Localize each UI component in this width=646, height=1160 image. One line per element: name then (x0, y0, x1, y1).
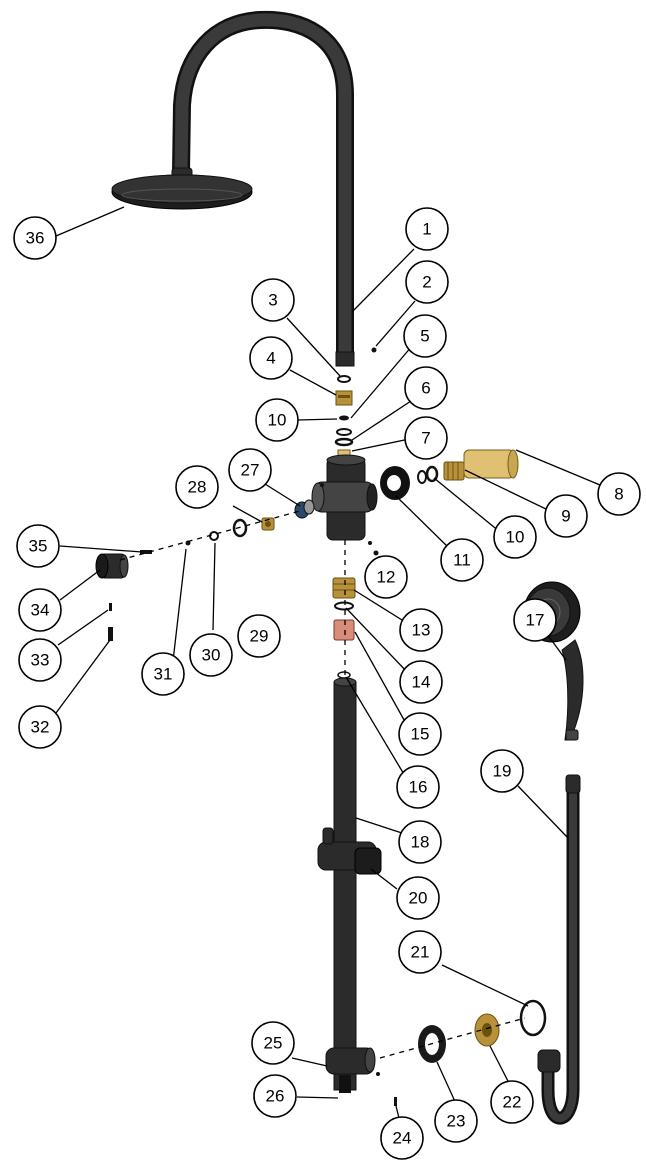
svg-text:8: 8 (614, 485, 623, 504)
shower-head (111, 167, 253, 210)
callout-10-lower: 10 (493, 515, 537, 559)
callout-10-upper: 10 (255, 398, 299, 442)
callout-17: 17 (513, 598, 557, 642)
svg-text:33: 33 (31, 651, 50, 670)
leader-lines (55, 206, 601, 1123)
shower-hose (537, 774, 581, 1125)
svg-text:32: 32 (31, 718, 50, 737)
svg-text:31: 31 (154, 665, 173, 684)
callout-30: 30 (189, 633, 233, 677)
svg-text:28: 28 (188, 478, 207, 497)
callout-11: 11 (440, 538, 484, 582)
callout-18: 18 (398, 820, 442, 864)
svg-text:29: 29 (250, 627, 269, 646)
svg-text:14: 14 (412, 673, 431, 692)
svg-text:4: 4 (266, 349, 275, 368)
svg-text:3: 3 (268, 291, 277, 310)
callout-29: 29 (237, 614, 281, 658)
svg-text:35: 35 (29, 537, 48, 556)
callout-1: 1 (405, 207, 449, 251)
svg-text:6: 6 (421, 379, 430, 398)
callout-5: 5 (403, 314, 447, 358)
svg-text:36: 36 (26, 229, 45, 248)
slide-holder (317, 827, 382, 875)
callout-7: 7 (404, 416, 448, 460)
flange-parts (418, 999, 547, 1063)
callout-35: 35 (16, 524, 60, 568)
callout-12: 12 (364, 555, 408, 599)
callout-19: 19 (480, 749, 524, 793)
svg-text:13: 13 (412, 621, 431, 640)
svg-text:27: 27 (241, 461, 260, 480)
diverter-body (311, 454, 379, 556)
callout-9: 9 (544, 494, 588, 538)
callout-36: 36 (13, 216, 57, 260)
svg-text:18: 18 (411, 833, 430, 852)
callout-2: 2 (405, 260, 449, 304)
assembly-axes (119, 510, 526, 1059)
svg-text:34: 34 (31, 601, 50, 620)
svg-text:11: 11 (453, 551, 471, 570)
callout-20: 20 (396, 876, 440, 920)
svg-text:15: 15 (411, 725, 430, 744)
right-fittings (380, 449, 519, 500)
svg-text:10: 10 (268, 411, 287, 430)
svg-text:7: 7 (421, 429, 430, 448)
callout-24: 24 (380, 1116, 424, 1160)
callout-13: 13 (399, 608, 443, 652)
svg-text:30: 30 (202, 646, 221, 665)
svg-text:2: 2 (422, 273, 431, 292)
svg-text:26: 26 (266, 1087, 285, 1106)
callout-25: 25 (251, 1021, 295, 1065)
svg-text:17: 17 (526, 611, 545, 630)
svg-text:16: 16 (409, 778, 428, 797)
callout-23: 23 (434, 1099, 478, 1143)
gooseneck-arm (172, 10, 355, 367)
svg-text:9: 9 (561, 507, 570, 526)
svg-text:5: 5 (420, 327, 429, 346)
svg-text:10: 10 (506, 528, 525, 547)
svg-text:24: 24 (393, 1129, 412, 1148)
callout-31: 31 (141, 652, 185, 696)
callout-22: 22 (490, 1080, 534, 1124)
svg-text:21: 21 (411, 943, 430, 962)
lower-outlet (325, 1047, 397, 1106)
slide-rail (333, 677, 357, 1093)
callout-26: 26 (253, 1074, 297, 1118)
lower-cartridge (332, 577, 356, 679)
callout-4: 4 (249, 336, 293, 380)
svg-text:20: 20 (409, 889, 428, 908)
callout-34: 34 (18, 588, 62, 632)
svg-text:22: 22 (503, 1093, 522, 1112)
svg-text:12: 12 (377, 568, 396, 587)
svg-text:19: 19 (493, 762, 512, 781)
callout-14: 14 (399, 660, 443, 704)
callout-8: 8 (597, 472, 641, 516)
left-fittings (95, 499, 315, 641)
callout-15: 15 (398, 712, 442, 756)
svg-text:23: 23 (447, 1112, 466, 1131)
svg-text:1: 1 (422, 220, 431, 239)
callout-16: 16 (396, 765, 440, 809)
callout-21: 21 (398, 930, 442, 974)
callout-33: 33 (18, 638, 62, 682)
callout-3: 3 (251, 278, 295, 322)
callout-bubbles: 1 2 3 4 5 6 7 8 9 10 10 11 12 13 14 15 1… (13, 207, 641, 1160)
callout-6: 6 (404, 366, 448, 410)
callout-32: 32 (18, 705, 62, 749)
callout-27: 27 (228, 448, 272, 492)
svg-text:25: 25 (264, 1034, 283, 1053)
callout-28: 28 (175, 465, 219, 509)
upper-fittings (334, 347, 377, 459)
